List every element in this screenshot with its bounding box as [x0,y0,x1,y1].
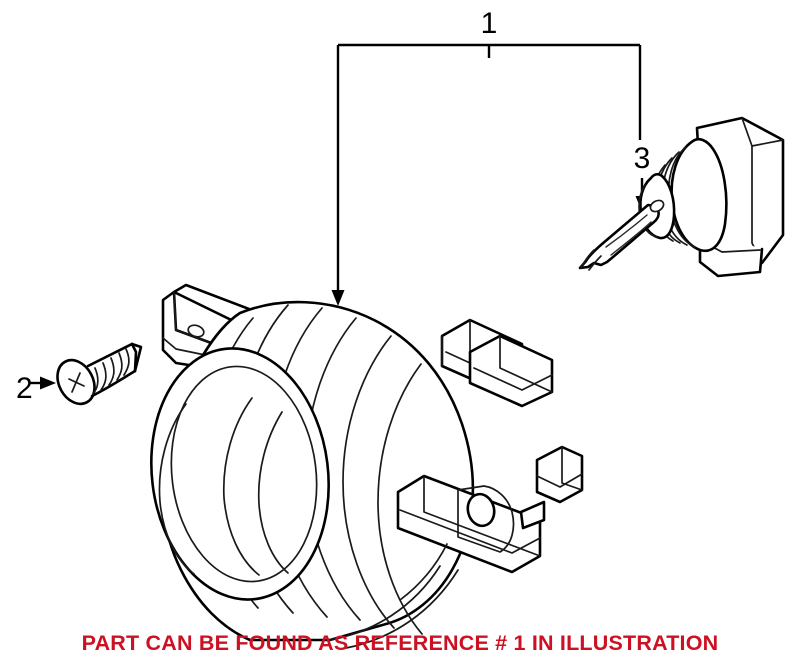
callout-number-3: 3 [634,142,651,175]
callout-2-leader [30,376,56,390]
callout-2-arrowhead [40,376,56,390]
part-fog-lamp-assembly [150,283,584,649]
callout-number-2: 2 [16,372,33,405]
part-mounting-screw [56,342,143,406]
reference-caption: PART CAN BE FOUND AS REFERENCE # 1 IN IL… [82,631,719,655]
callout-1-leader [331,43,642,306]
part-halogen-bulb [578,116,785,278]
callout-number-1: 1 [481,7,498,40]
callout-1-arrowhead [331,290,345,306]
